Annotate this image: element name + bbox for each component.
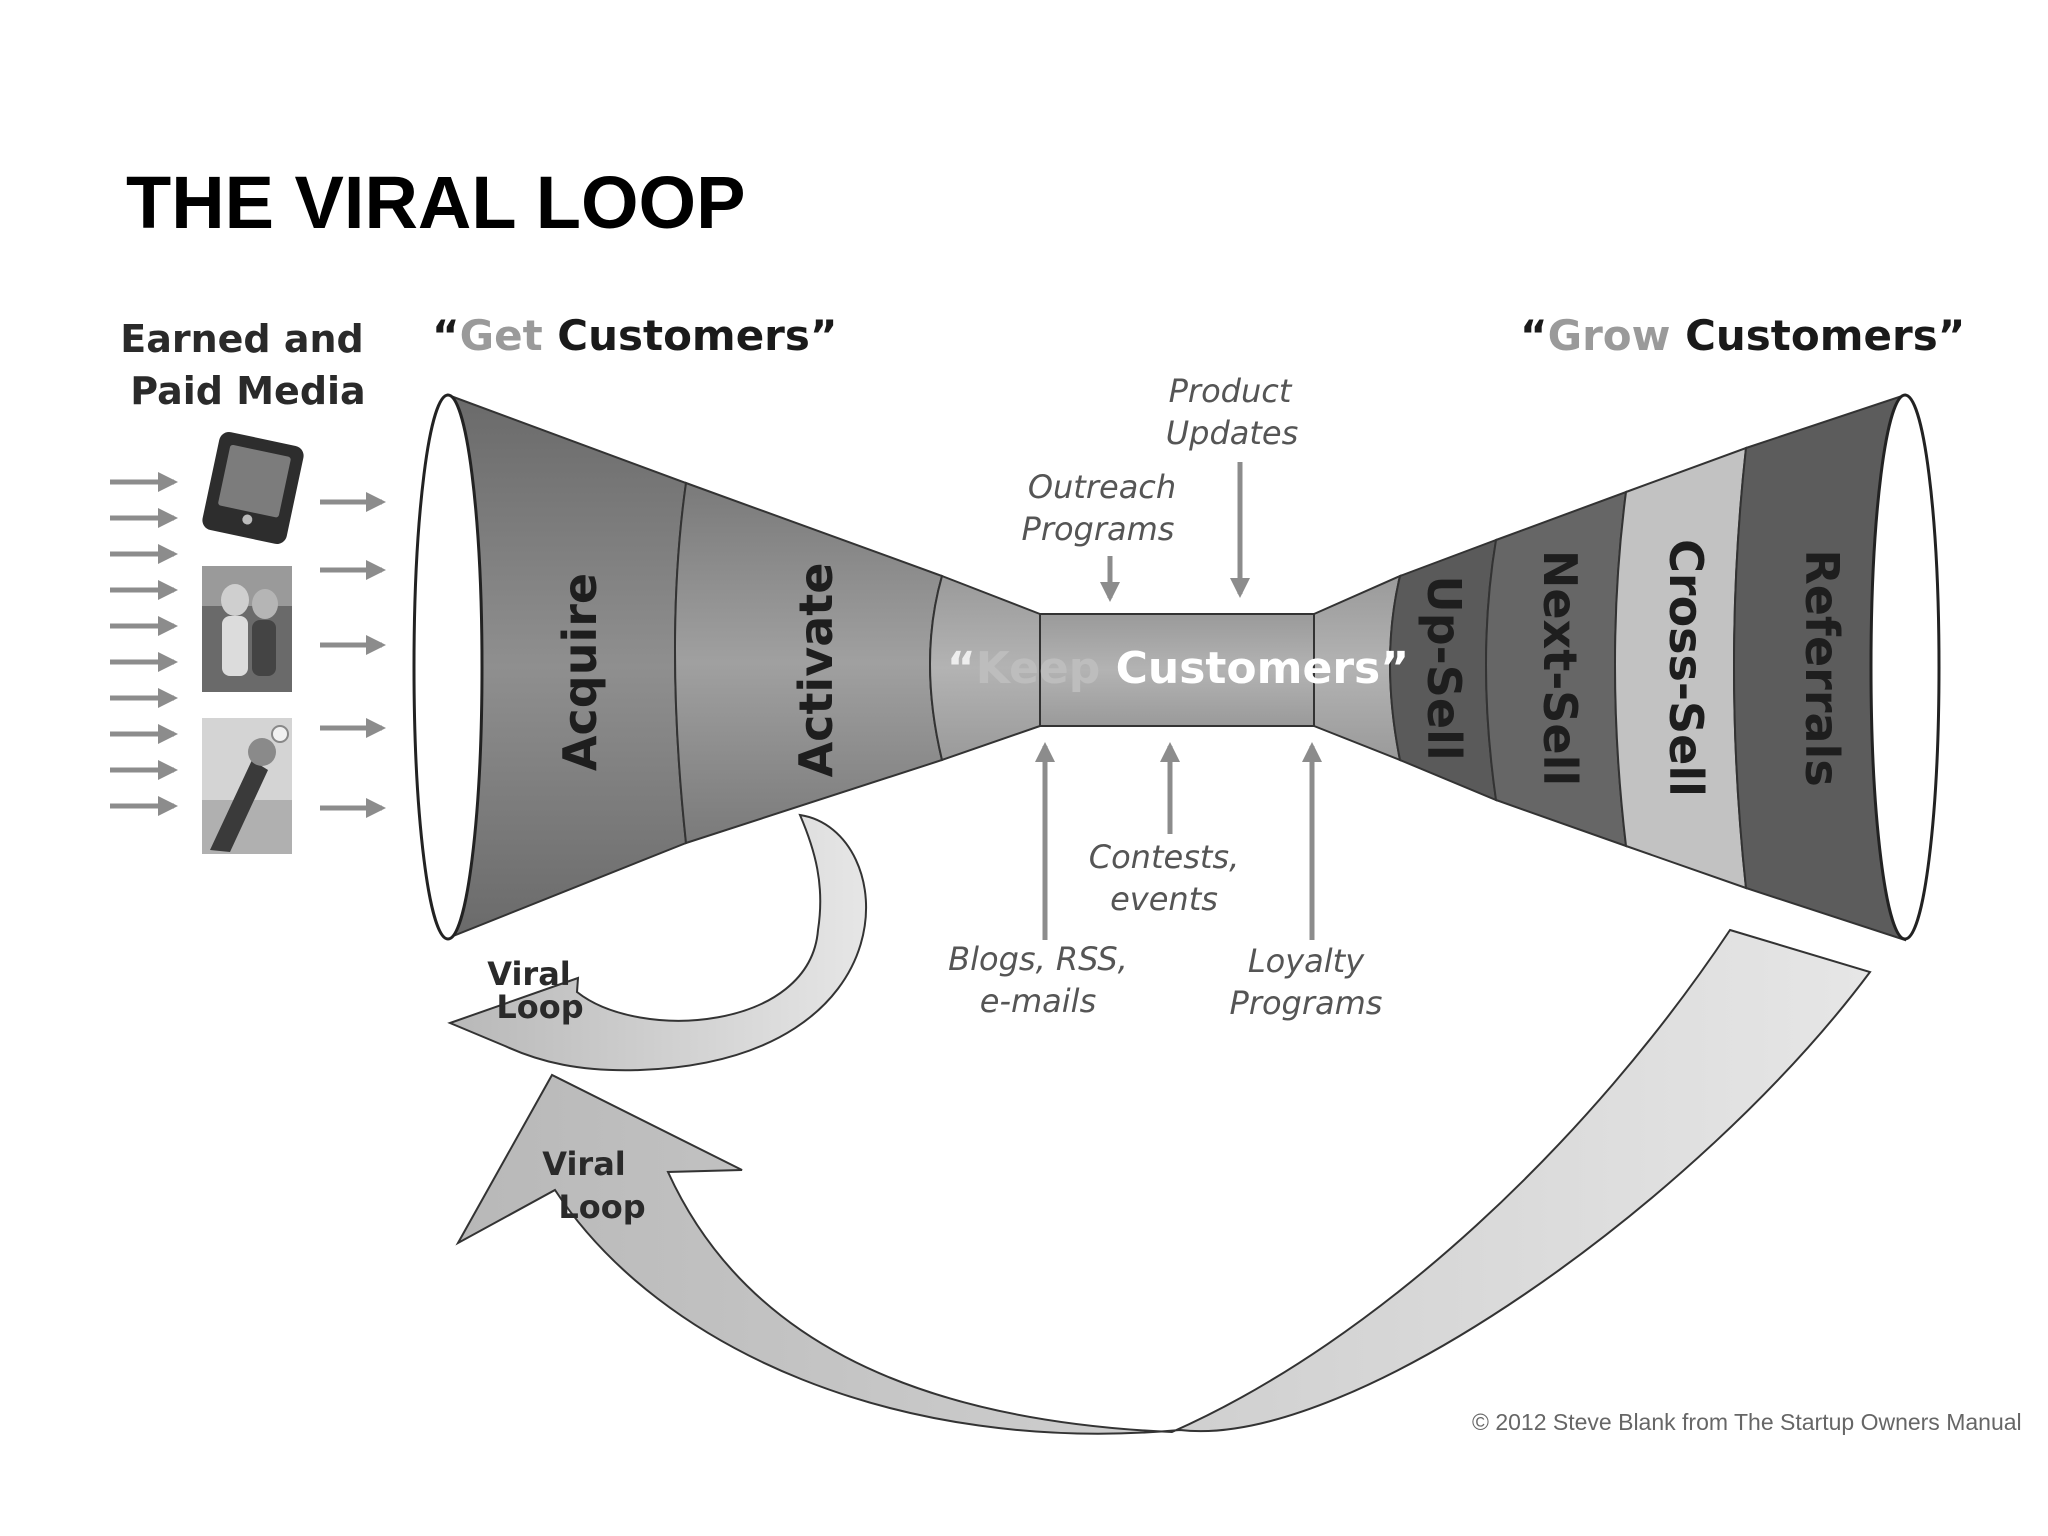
blogs-label-2: e-mails xyxy=(980,982,1096,1020)
cross-sell-label: Cross-Sell xyxy=(1659,539,1713,797)
small-viral-loop-arrow xyxy=(447,813,868,1072)
people-photo xyxy=(202,566,292,692)
outreach-label-1: Outreach xyxy=(1028,468,1176,506)
small-viral-loop-label-2: Loop xyxy=(496,988,583,1026)
grow-customers-header: “Grow Customers” xyxy=(1520,311,1965,360)
contests-label-1: Contests, xyxy=(1089,838,1240,876)
activate-label: Activate xyxy=(789,563,843,778)
slide-title: THE VIRAL LOOP xyxy=(126,161,746,244)
hand-photo xyxy=(202,718,292,854)
grow-customers-funnel xyxy=(1313,393,1941,942)
referrals-label: Referrals xyxy=(1795,549,1849,786)
left-neck-segment xyxy=(929,574,1041,762)
get-customers-header: “Get Customers” xyxy=(432,311,838,360)
blogs-label-1: Blogs, RSS, xyxy=(948,940,1128,978)
loyalty-label-1: Loyalty xyxy=(1248,942,1365,980)
keep-customers-label: “Keep Customers” xyxy=(947,643,1409,694)
grow-funnel-opening xyxy=(1869,393,1941,941)
product-updates-label-1: Product xyxy=(1169,372,1293,410)
media-input-arrows xyxy=(110,472,386,818)
tablet-image xyxy=(202,432,304,544)
large-viral-loop-label-1: Viral xyxy=(542,1145,626,1183)
media-label-line1: Earned and xyxy=(120,317,364,361)
loyalty-label-2: Programs xyxy=(1230,984,1383,1022)
outreach-label-2: Programs xyxy=(1022,510,1175,548)
media-label-line2: Paid Media xyxy=(130,369,365,413)
next-sell-label: Next-Sell xyxy=(1533,550,1587,786)
keep-input-arrows xyxy=(1035,462,1322,940)
contests-label-2: events xyxy=(1110,880,1218,918)
large-viral-loop-label-2: Loop xyxy=(558,1188,645,1226)
small-viral-loop-label-1: Viral xyxy=(487,955,571,993)
copyright-notice: © 2012 Steve Blank from The Startup Owne… xyxy=(1472,1409,2022,1435)
acquire-label: Acquire xyxy=(553,573,607,771)
media-images xyxy=(202,432,304,854)
get-funnel-opening xyxy=(412,393,484,941)
up-sell-label: Up-Sell xyxy=(1417,575,1471,760)
get-customers-funnel xyxy=(412,393,1041,941)
referrals-segment xyxy=(1733,393,1906,942)
large-viral-loop-arrow xyxy=(455,928,1872,1435)
product-updates-label-2: Updates xyxy=(1166,414,1299,452)
